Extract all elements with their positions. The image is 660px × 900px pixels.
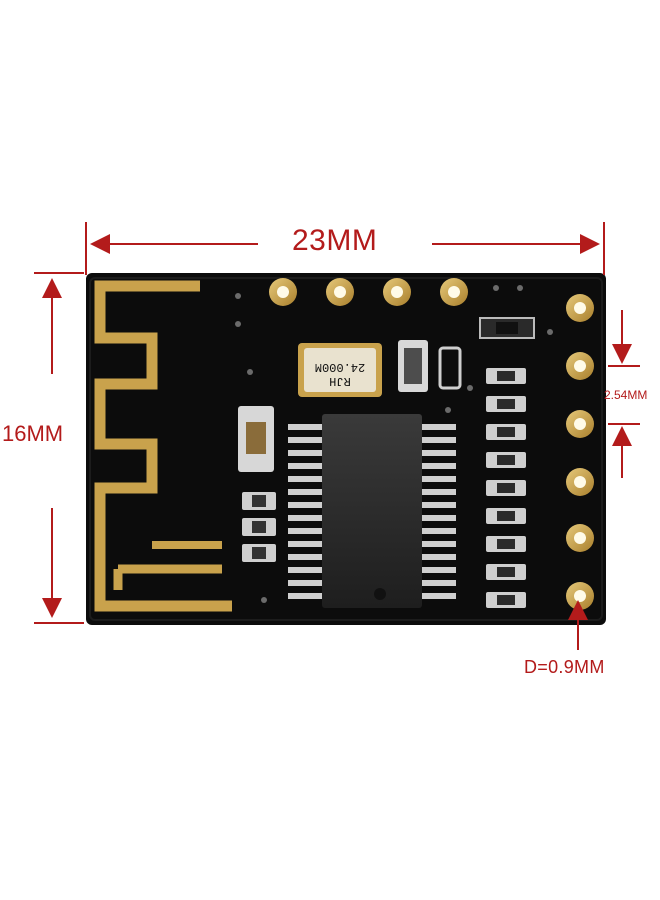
hole-diameter-label: D=0.9MM	[524, 657, 605, 677]
right-pin-holes	[566, 294, 594, 610]
pcb-antenna-trace	[94, 280, 232, 612]
width-dimension-label: 23MM	[292, 224, 378, 257]
right-smd-components	[486, 368, 526, 608]
dimension-lines	[34, 222, 640, 650]
top-pin-holes	[269, 278, 468, 306]
main-ic-chip	[288, 414, 456, 608]
crystal-marking-frequency: 24.000M	[315, 360, 365, 374]
height-dimension-label: 16MM	[2, 421, 64, 446]
crystal-marking-brand: RJH	[329, 374, 351, 388]
left-smd-components	[242, 492, 276, 562]
pin-pitch-label: 2.54MM	[604, 388, 648, 402]
